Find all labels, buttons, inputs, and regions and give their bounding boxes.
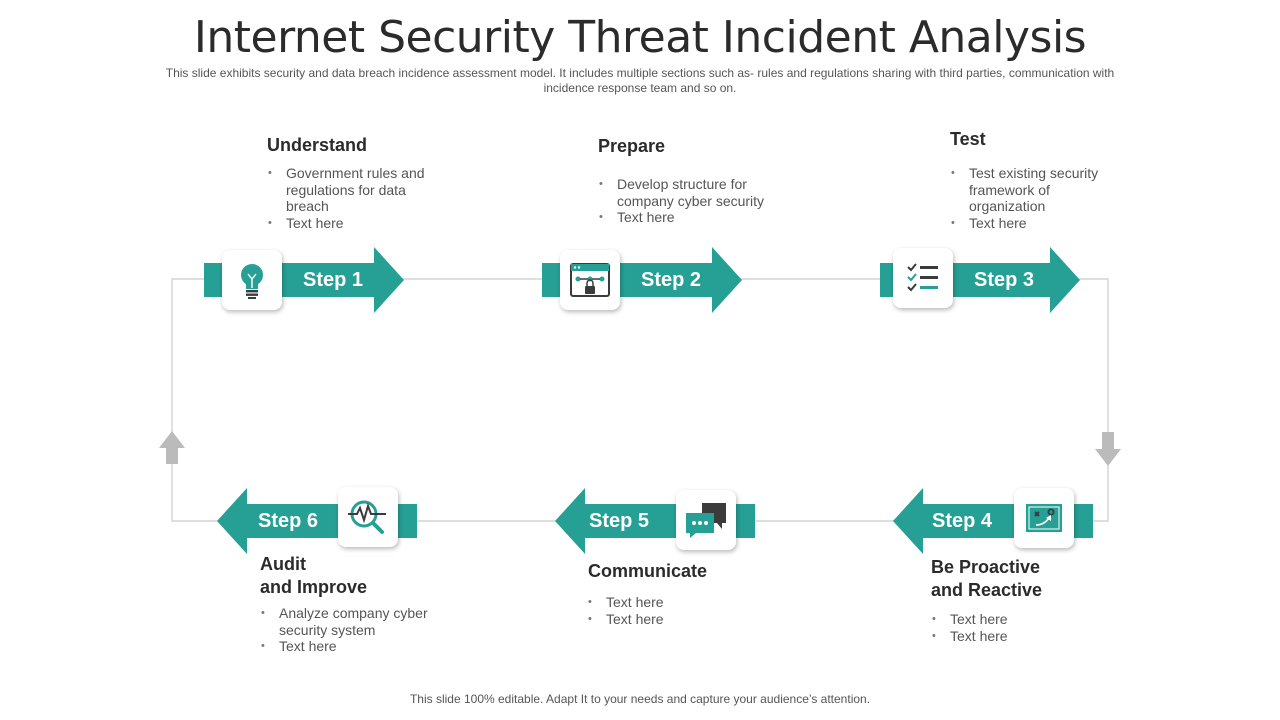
step-1-bullet-1: Government rules and regulations for dat… bbox=[268, 165, 436, 215]
step-4-bullets: Text here Text here bbox=[931, 611, 1100, 644]
step-1-bullet-2: Text here bbox=[268, 215, 436, 232]
page-title: Internet Security Threat Incident Analys… bbox=[193, 12, 1087, 63]
step-3-bullets: Test existing security framework of orga… bbox=[950, 165, 1129, 231]
step-4-icon-box bbox=[1014, 488, 1074, 548]
step-3-label: Step 3 bbox=[974, 269, 1035, 291]
step-4-label: Step 4 bbox=[932, 510, 993, 532]
step-5-label: Step 5 bbox=[589, 510, 650, 532]
step-5-bullets: Text here Text here bbox=[587, 594, 756, 627]
step-2-icon-box bbox=[560, 250, 620, 310]
step-5-heading: Communicate bbox=[588, 561, 708, 581]
step-2-heading: Prepare bbox=[598, 136, 666, 156]
step-2-bullet-2: Text here bbox=[599, 209, 767, 226]
step-6-heading-line-2: and Improve bbox=[260, 577, 368, 597]
step-6-icon-box bbox=[338, 487, 398, 547]
step-4-heading: Be Proactive and Reactive bbox=[931, 556, 1042, 602]
down-arrowhead bbox=[1095, 432, 1121, 466]
step-3-bullet-1: Test existing security framework of orga… bbox=[951, 165, 1129, 215]
step-6-bullets: Analyze company cyber security system Te… bbox=[260, 605, 429, 655]
step-6-heading-line-1: Audit bbox=[260, 554, 306, 574]
step-1-icon-box bbox=[222, 250, 282, 310]
step-5-icon-box bbox=[676, 490, 736, 550]
step-3-heading: Test bbox=[950, 129, 986, 149]
step-3-bullet-2: Text here bbox=[951, 215, 1129, 232]
step-2-bullets: Develop structure for company cyber secu… bbox=[598, 176, 767, 226]
step-6-heading: Audit and Improve bbox=[260, 553, 367, 599]
up-arrowhead bbox=[159, 431, 185, 464]
step-1-bullets: Government rules and regulations for dat… bbox=[267, 165, 436, 231]
strategy-board-icon bbox=[1026, 504, 1062, 532]
step-1-heading: Understand bbox=[267, 135, 368, 155]
lightbulb-icon bbox=[241, 264, 263, 299]
step-6-bullet-1: Analyze company cyber security system bbox=[261, 605, 429, 638]
network-lock-icon bbox=[570, 263, 610, 297]
footer-note: This slide 100% editable. Adapt It to yo… bbox=[409, 692, 871, 706]
step-4-bullet-1: Text here bbox=[932, 611, 1100, 628]
step-4-heading-line-2: and Reactive bbox=[931, 580, 1043, 600]
step-5-bullet-2: Text here bbox=[588, 611, 756, 628]
chat-bubbles-icon bbox=[686, 503, 726, 538]
step-1-label: Step 1 bbox=[303, 269, 364, 291]
checklist-icon bbox=[907, 263, 938, 292]
step-6-label: Step 6 bbox=[258, 510, 319, 532]
step-4-bullet-2: Text here bbox=[932, 628, 1100, 645]
step-6-bullet-2: Text here bbox=[261, 638, 429, 655]
step-4-heading-line-1: Be Proactive bbox=[931, 557, 1041, 577]
page-subtitle: This slide exhibits security and data br… bbox=[165, 66, 1115, 95]
magnify-pulse-icon bbox=[348, 500, 386, 534]
step-5-bullet-1: Text here bbox=[588, 594, 756, 611]
step-2-bullet-1: Develop structure for company cyber secu… bbox=[599, 176, 767, 209]
step-2-label: Step 2 bbox=[641, 269, 702, 291]
step-3-icon-box bbox=[893, 248, 953, 308]
